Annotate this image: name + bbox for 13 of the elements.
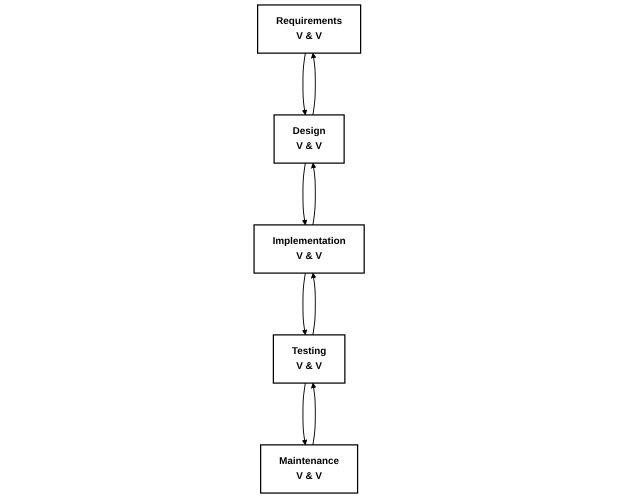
node-box: Testing V & V [272,334,346,384]
arrow [302,272,308,336]
arrow [310,162,316,226]
node-box: Maintenance V & V [260,444,358,494]
arrow [302,162,308,226]
node-box: Design V & V [273,114,345,164]
arrow [302,382,308,446]
arrow [302,52,308,116]
arrow [310,52,316,116]
arrow [310,382,316,446]
arrow [310,272,316,336]
node-box: Requirements V & V [256,4,362,54]
node-box: Implementation V & V [253,224,365,274]
